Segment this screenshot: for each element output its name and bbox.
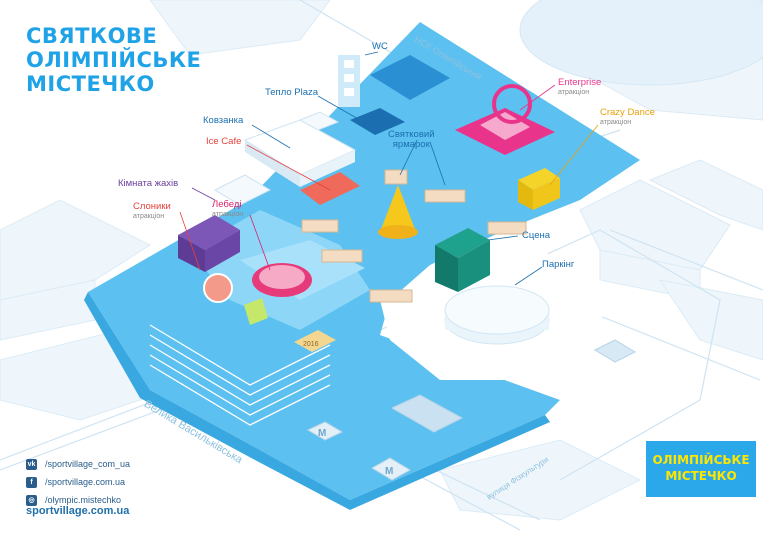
social-vk-text: /sportvillage_com_ua <box>45 459 131 469</box>
label-kimnata-zhakhiv-text: Кімната жахів <box>118 178 179 189</box>
stadium <box>519 0 763 86</box>
leader-lines <box>179 51 599 286</box>
title-line-1: СВЯТКОВЕ <box>26 24 158 48</box>
instagram-icon: ◎ <box>26 494 37 506</box>
market-stalls <box>301 169 527 303</box>
enterprise-ride <box>455 84 555 155</box>
label-kimnata-zhakhiv[interactable]: Кімната жахів <box>118 179 178 189</box>
sign-2016 <box>294 330 336 352</box>
label-slonyky-sub: атракціон <box>133 213 165 220</box>
website-link[interactable]: sportvillage.com.ua <box>26 505 130 517</box>
social-links: vk/sportvillage_com_ua f/sportvillage.co… <box>26 455 130 509</box>
label-crazy-dance-sub: атракціон <box>600 119 632 126</box>
label-enterprise-sub: атракціон <box>558 89 590 96</box>
label-ice-cafe-text: Ice Cafe <box>206 136 242 147</box>
elephants-ride <box>203 273 233 303</box>
title-line-3: МІСТЕЧКО <box>26 72 155 96</box>
metro-entrance-1 <box>306 394 464 441</box>
label-ice-cafe[interactable]: Ice Cafe <box>206 137 241 147</box>
vk-icon: vk <box>26 458 37 470</box>
label-kovzanka-text: Ковзанка <box>203 115 244 126</box>
page-title: СВЯТКОВЕ ОЛІМПІЙСЬКЕ МІСТЕЧКО <box>26 24 201 96</box>
label-stsena-text: Сцена <box>522 230 551 241</box>
metro-icon: М <box>385 466 393 477</box>
label-enterprise-text: Enterprise <box>558 77 602 88</box>
logo-line-2: МІСТЕЧКО <box>665 469 737 483</box>
social-instagram-text: /olympic.mistechko <box>45 495 122 505</box>
stairs <box>149 324 331 426</box>
label-crazy-dance-text: Crazy Dance <box>600 107 655 118</box>
social-instagram-row[interactable]: ◎ /olympic.mistechko <box>26 491 130 509</box>
horror-room-building <box>178 215 240 272</box>
label-yarmarok-line-2: ярмарок <box>392 139 430 150</box>
sign-2016-text: 2016 <box>303 341 319 348</box>
label-slonyky-text: Слоники <box>133 201 171 212</box>
tent-roof <box>370 55 450 100</box>
logo-line-1: ОЛІМПІЙСЬКЕ <box>652 453 750 467</box>
teplo-plaza-building <box>350 108 405 135</box>
christmas-tree <box>378 185 418 239</box>
info-board <box>244 298 268 325</box>
white-tents <box>213 111 340 206</box>
label-yarmarok-line-1: Святковий <box>388 129 435 140</box>
label-parking-text: Паркінг <box>542 259 575 270</box>
label-kovzanka[interactable]: Ковзанка <box>203 116 243 126</box>
parking-kiosk <box>593 339 637 363</box>
swans-ride <box>252 263 312 297</box>
label-lebedi-text: Лебеді <box>212 199 242 210</box>
social-vk-row[interactable]: vk/sportvillage_com_ua <box>26 455 130 473</box>
label-lebedi-sub: атракціон <box>212 211 244 218</box>
metro-entrance-2 <box>371 457 411 481</box>
facebook-icon: f <box>26 476 37 488</box>
metro-icon: М <box>318 428 326 439</box>
label-stsena[interactable]: Сцена <box>522 231 550 241</box>
wc-building <box>338 55 360 107</box>
logo: ОЛІМПІЙСЬКЕ МІСТЕЧКО <box>646 441 756 497</box>
crazy-dance-ride <box>518 168 560 210</box>
label-parking[interactable]: Паркінг <box>542 260 574 270</box>
title-line-2: ОЛІМПІЙСЬКЕ <box>26 48 202 72</box>
ice-cafe-building <box>300 172 360 205</box>
label-wc[interactable]: WC <box>372 42 388 52</box>
stage-building <box>435 228 490 292</box>
label-teplo-plaza-text: Тепло Plaza <box>265 87 319 98</box>
social-facebook-text: /sportvillage.com.ua <box>45 477 126 487</box>
label-teplo-plaza[interactable]: Тепло Plaza <box>265 88 318 98</box>
social-facebook-row[interactable]: f/sportvillage.com.ua <box>26 473 130 491</box>
label-wc-text: WC <box>372 41 388 52</box>
